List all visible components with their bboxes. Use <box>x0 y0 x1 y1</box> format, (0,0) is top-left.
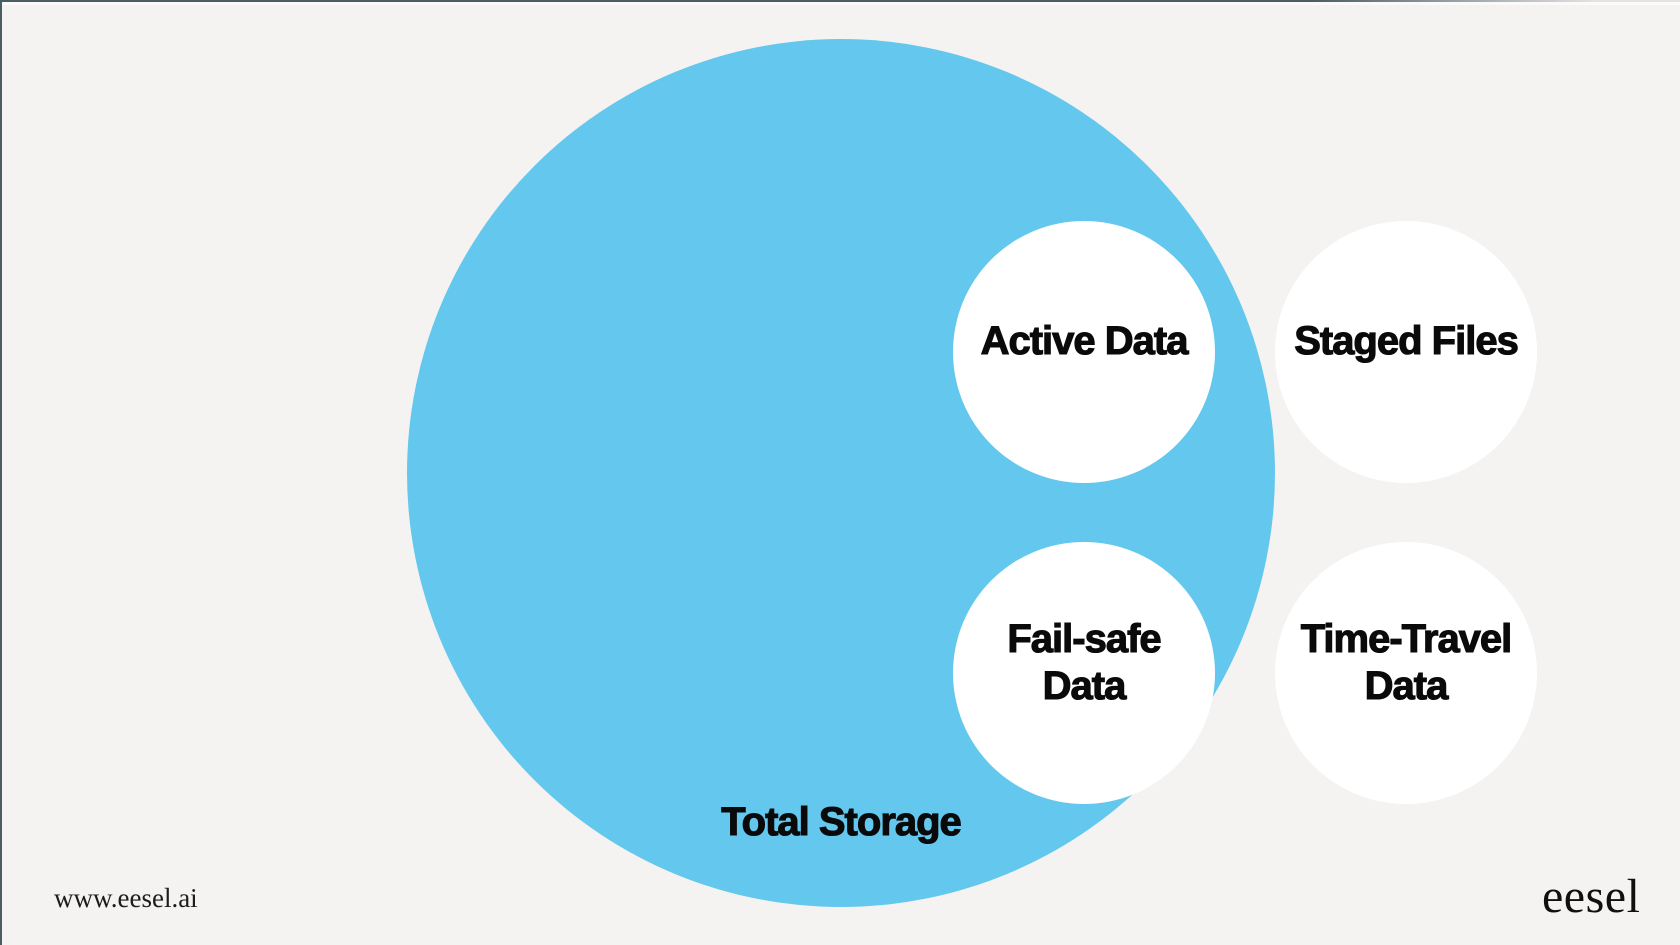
total-storage-circle: Active Data Staged Files Fail-safe Data … <box>407 39 1537 907</box>
staged-files-circle: Staged Files <box>1275 221 1537 483</box>
time-travel-data-circle: Time-Travel Data <box>1275 542 1537 804</box>
left-edge-line <box>0 0 2 945</box>
fail-safe-data-label: Fail-safe Data <box>1007 616 1162 708</box>
eesel-logo-text: eesel <box>1542 870 1641 923</box>
website-url-text: www.eesel.ai <box>54 883 198 913</box>
top-edge-line <box>0 0 1680 2</box>
active-data-label: Active Data <box>980 319 1189 364</box>
fail-safe-data-circle: Fail-safe Data <box>953 542 1215 804</box>
active-data-circle: Active Data <box>953 221 1215 483</box>
staged-files-label: Staged Files <box>1294 319 1520 364</box>
total-storage-label: Total Storage <box>721 799 963 844</box>
top-edge-highlight-line <box>0 2 1680 5</box>
time-travel-data-label: Time-Travel Data <box>1300 616 1513 708</box>
